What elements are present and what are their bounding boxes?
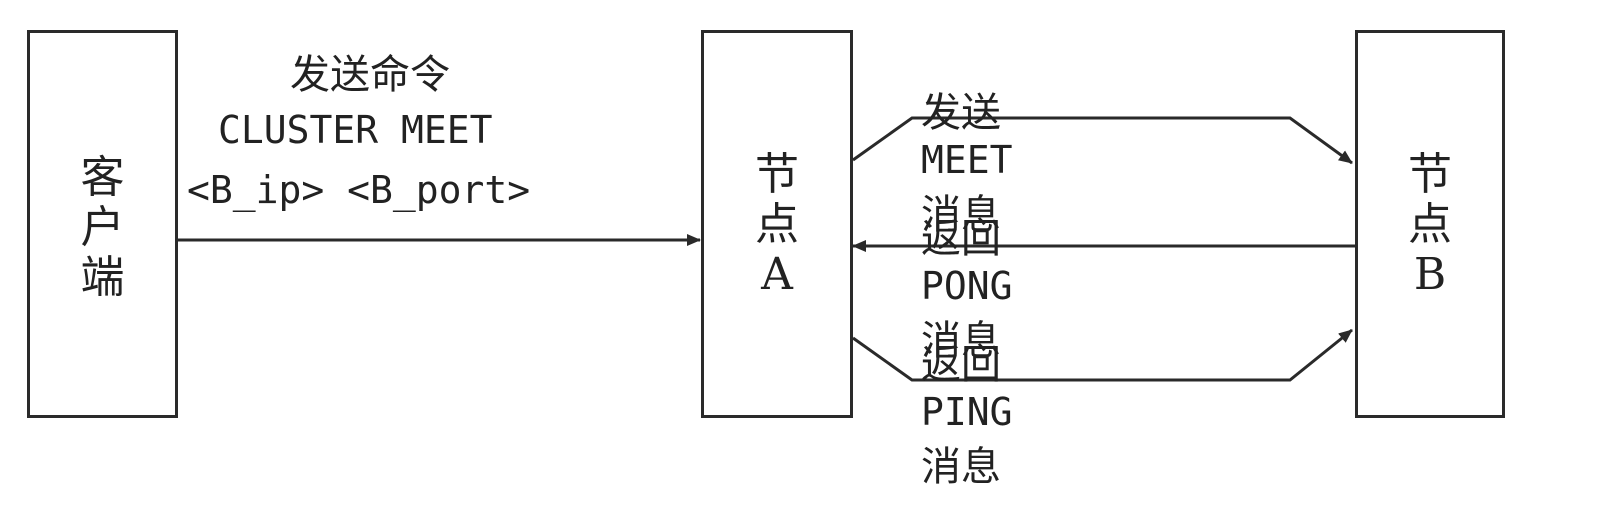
send-command-label: 发送命令 <box>290 52 450 98</box>
client-box <box>27 30 178 418</box>
meet-keyword: MEET <box>921 138 1013 182</box>
meet-suffix: 消息 <box>921 192 1001 238</box>
node-b-char-1: 节 <box>1408 149 1452 200</box>
connector-layer <box>178 116 1355 382</box>
client-char-1: 客 <box>80 152 125 203</box>
meet-label: 发送 MEET 消息 <box>905 62 1013 258</box>
pong-label: 返回 PONG 消息 <box>905 188 1013 384</box>
pong-prefix: 返回 <box>921 216 1001 262</box>
cluster-meet-diagram: 客 户 端 节 点 A 节 点 B 发送命令 CLUSTER MEET <B_i… <box>27 30 1505 490</box>
pong-keyword: PONG <box>921 264 1013 308</box>
node-b-label: 节 点 B <box>1355 150 1505 300</box>
command-arguments: <B_ip> <B_port> <box>187 168 531 212</box>
client-label: 客 户 端 <box>27 153 178 303</box>
ping-arrow <box>852 328 1353 382</box>
client-char-3: 端 <box>80 252 125 303</box>
node-a-char-3: A <box>761 249 793 300</box>
node-a-label: 节 点 A <box>701 150 853 300</box>
pong-suffix: 消息 <box>921 318 1001 364</box>
client-char-2: 户 <box>80 202 125 253</box>
ping-label: 返回 PING 消息 <box>905 314 1013 510</box>
node-b-char-2: 点 <box>1408 199 1452 250</box>
node-a-char-1: 节 <box>755 149 799 200</box>
node-b-box <box>1355 30 1505 418</box>
ping-keyword: PING <box>921 390 1013 434</box>
ping-suffix: 消息 <box>921 444 1001 490</box>
meet-prefix: 发送 <box>921 90 1001 136</box>
node-a-char-2: 点 <box>755 199 799 250</box>
meet-arrow <box>852 116 1353 165</box>
cluster-meet-command: CLUSTER MEET <box>218 108 493 152</box>
node-a-box <box>701 30 853 418</box>
ping-prefix: 返回 <box>921 342 1001 388</box>
node-b-char-3: B <box>1413 249 1447 300</box>
